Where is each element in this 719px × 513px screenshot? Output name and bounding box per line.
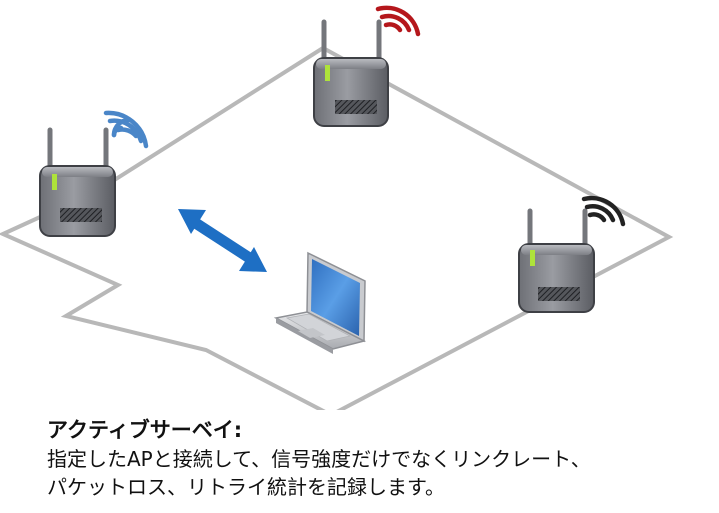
- floor-plan-outline: [0, 45, 674, 410]
- connection-arrow: [178, 209, 267, 272]
- signal-waves-top-icon: [375, 5, 421, 37]
- caption-line-2: パケットロス、リトライ統計を記録します。: [47, 475, 445, 499]
- access-point-top: [313, 19, 389, 127]
- wireless-survey-diagram: [0, 5, 674, 410]
- caption-title: アクティブサーベイ:: [47, 418, 243, 442]
- caption: アクティブサーベイ: 指定したAPと接続して、信号強度だけでなくリンクレート、 …: [47, 416, 707, 501]
- laptop-icon: [273, 251, 367, 354]
- access-point-left: [39, 127, 116, 237]
- signal-waves-right-icon: [581, 195, 626, 227]
- access-point-right: [518, 208, 595, 313]
- signal-waves-left-icon: [103, 110, 149, 149]
- caption-line-1: 指定したAPと接続して、信号強度だけでなくリンクレート、: [47, 447, 591, 471]
